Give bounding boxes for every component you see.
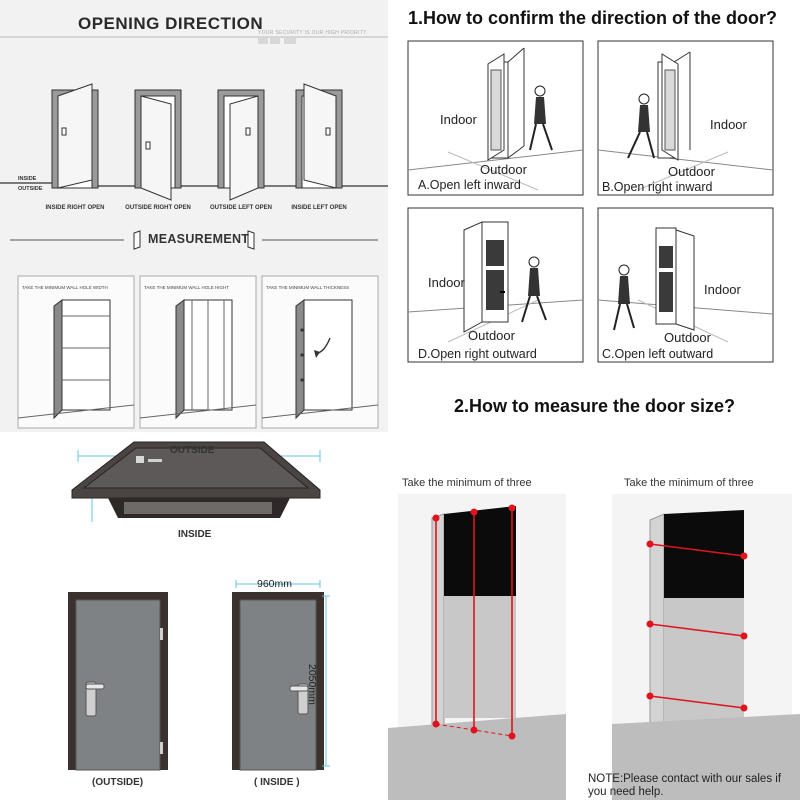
door-views-panel: OUTSIDE INSIDE (OUTSIDE) ( INSIDE ) 960m… xyxy=(0,432,388,800)
outside-label: OUTSIDE xyxy=(18,186,43,192)
measure-size-heading: 2.How to measure the door size? xyxy=(454,396,736,416)
panel-d-outdoor-label: Outdoor xyxy=(468,328,515,343)
width-measure-diagram xyxy=(612,494,800,800)
panel-b-indoor-label: Indoor xyxy=(710,117,747,132)
front-outside-label: (OUTSIDE) xyxy=(92,777,144,788)
panel-b-caption: B.Open right inward xyxy=(602,180,713,194)
inside-label: INSIDE xyxy=(18,176,37,182)
person-a xyxy=(529,85,553,151)
opening-measurement-panel: OPENING DIRECTION YOUR SECURITY IS OUR H… xyxy=(0,0,388,432)
opening-direction-title: OPENING DIRECTION xyxy=(78,14,264,33)
panel-c-outdoor-label: Outdoor xyxy=(664,330,711,345)
person-b xyxy=(627,93,655,159)
panel-c-indoor-label: Indoor xyxy=(704,282,741,297)
door-outside-right-open xyxy=(134,89,182,201)
panel-a-caption: A.Open left inward xyxy=(418,178,521,192)
panel-b-open-right-inward xyxy=(597,40,774,196)
door-top-view xyxy=(71,441,321,522)
panel-d-open-right-outward xyxy=(407,207,584,363)
measure-thickness-panel xyxy=(261,275,379,429)
panel-c-open-left-outward xyxy=(597,207,774,363)
door-front-inside xyxy=(232,580,330,771)
measure-three-illustration xyxy=(388,494,800,800)
door-front-outside xyxy=(68,592,168,771)
measurement-title: MEASUREMENT xyxy=(148,232,250,246)
panel-d-indoor-label: Indoor xyxy=(428,275,465,290)
measure-width-panel xyxy=(17,275,135,429)
measure-height-label: TAKE THE MINIMUM WALL HOLE HIGHT xyxy=(144,285,230,290)
door-outside-left-open xyxy=(217,89,265,201)
panel-a-open-left-inward xyxy=(407,40,584,196)
top-view-inside-label: INSIDE xyxy=(178,529,212,540)
panel-d-caption: D.Open right outward xyxy=(418,347,537,361)
door-height-label: 2050mm xyxy=(306,664,318,705)
measure-height-panel xyxy=(139,275,257,429)
contact-note: NOTE:Please contact with our sales if yo… xyxy=(588,773,782,798)
slogan-text: YOUR SECURITY IS OUR HIGH PRIORITY xyxy=(258,30,367,36)
door-inside-left-open xyxy=(295,83,343,189)
measure-thickness-label: TAKE THE MINIMUM WALL THICKNESS xyxy=(266,285,350,290)
person-d xyxy=(521,256,547,323)
person-c xyxy=(613,264,635,331)
confirm-direction-heading: 1.How to confirm the direction of the do… xyxy=(408,8,777,28)
panel-c-caption: C.Open left outward xyxy=(602,347,714,361)
panel-a-outdoor-label: Outdoor xyxy=(480,162,527,177)
door-inside-right-open xyxy=(51,83,99,189)
door-label-outside-right-open: OUTSIDE RIGHT OPEN xyxy=(125,205,191,211)
panel-a-indoor-label: Indoor xyxy=(440,112,477,127)
measure-three-panel: Take the minimum of three Take the minim… xyxy=(388,432,800,800)
confirm-direction-illustration xyxy=(407,40,774,363)
door-label-inside-left-open: INSIDE LEFT OPEN xyxy=(291,205,347,211)
height-measure-diagram xyxy=(388,494,566,800)
measure-width-label: TAKE THE MINIMUM WALL HOLE WIDTH xyxy=(22,285,108,290)
opening-doors-illustration xyxy=(0,36,388,429)
confirm-direction-panel: 1.How to confirm the direction of the do… xyxy=(388,0,800,432)
height-measure-caption: Take the minimum of three xyxy=(402,477,532,489)
panel-b-outdoor-label: Outdoor xyxy=(668,164,715,179)
front-inside-label: ( INSIDE ) xyxy=(254,777,300,788)
door-views-illustration xyxy=(68,441,330,771)
top-view-outside-label: OUTSIDE xyxy=(170,445,215,456)
width-measure-caption: Take the minimum of three xyxy=(624,477,754,489)
door-label-outside-left-open: OUTSIDE LEFT OPEN xyxy=(209,205,272,211)
door-label-inside-right-open: INSIDE RIGHT OPEN xyxy=(45,205,105,211)
door-width-label: 960mm xyxy=(257,578,293,590)
